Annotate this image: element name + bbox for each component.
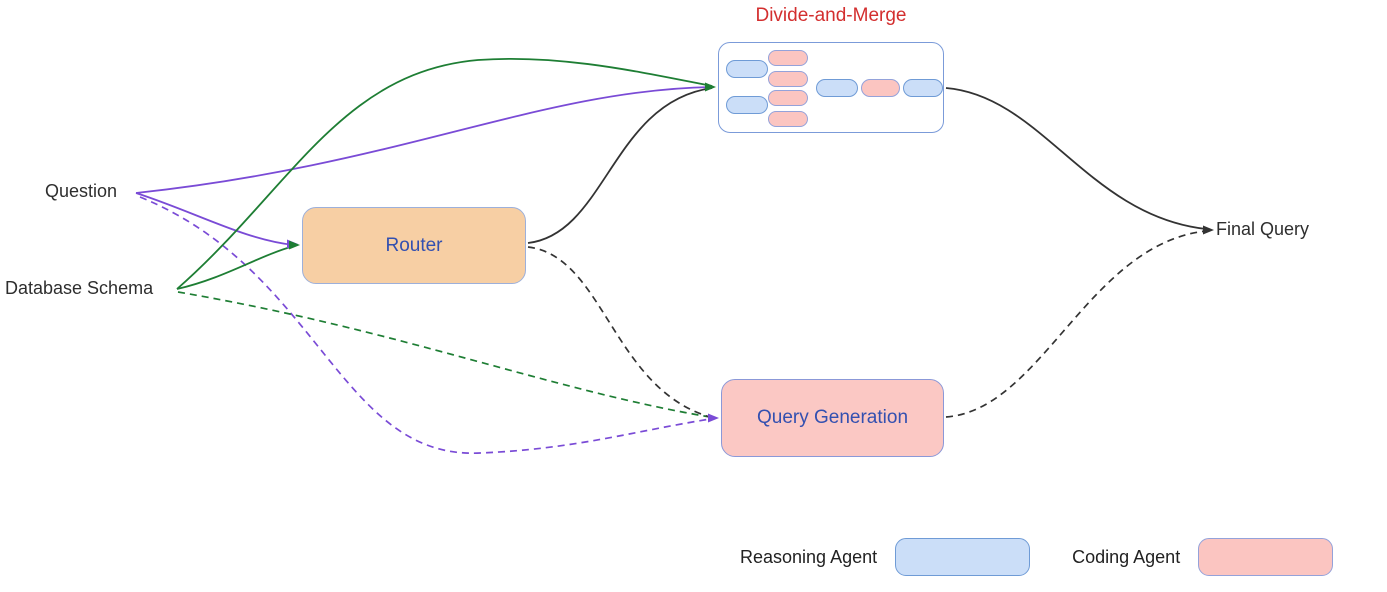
- edge-router-to-divide-and-merge: [527, 87, 713, 244]
- edge-database-schema-to-divide-and-merge: [176, 57, 713, 290]
- edge-database-schema-to-query-generation: [177, 291, 711, 418]
- coding-agent-pill: [768, 71, 808, 87]
- router-node: Router: [302, 207, 526, 284]
- coding-agent-swatch: [1198, 538, 1334, 576]
- reasoning-agent-pill: [726, 60, 768, 78]
- legend-label-reasoning: Reasoning Agent: [740, 546, 878, 567]
- divide-and-merge-node: [718, 42, 944, 133]
- reasoning-agent-swatch: [895, 538, 1031, 576]
- divide-and-merge-title: Divide-and-Merge: [755, 5, 907, 26]
- legend-item-coding: Coding Agent: [1072, 538, 1334, 576]
- edge-question-to-router: [135, 192, 295, 246]
- legend: Reasoning Agent Coding Agent: [740, 538, 1334, 576]
- router-node-label: Router: [385, 234, 443, 256]
- coding-agent-pill: [861, 79, 900, 97]
- arrowhead-into-query-generation: [708, 413, 719, 423]
- edge-database-schema-to-router: [176, 245, 295, 290]
- reasoning-agent-pill: [726, 96, 768, 114]
- edge-query-generation-to-final-query: [945, 230, 1207, 418]
- final-query-label: Final Query: [1216, 219, 1310, 239]
- reasoning-agent-pill: [816, 79, 858, 97]
- legend-item-reasoning: Reasoning Agent: [740, 538, 1031, 576]
- database-schema-label: Database Schema: [5, 278, 154, 298]
- edge-divide-and-merge-to-final-query: [945, 87, 1207, 230]
- edge-question-to-divide-and-merge: [135, 86, 713, 194]
- legend-label-coding: Coding Agent: [1072, 546, 1181, 567]
- coding-agent-pill: [768, 111, 808, 127]
- question-label: Question: [45, 181, 118, 201]
- reasoning-agent-pill: [903, 79, 943, 97]
- arrowhead-into-final-query: [1203, 225, 1214, 235]
- arrowhead-into-divide-and-merge: [705, 82, 716, 92]
- query-generation-node-label: Query Generation: [756, 407, 909, 428]
- coding-agent-pill: [768, 90, 808, 106]
- query-generation-node: Query Generation: [721, 379, 944, 457]
- coding-agent-pill: [768, 50, 808, 66]
- arrowhead-into-router-green: [289, 240, 300, 250]
- edge-router-to-query-generation: [527, 246, 711, 418]
